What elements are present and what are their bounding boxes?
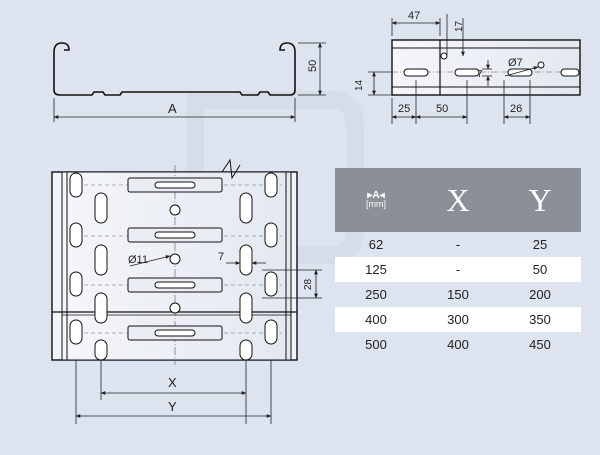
- table-row: 500 400 450: [335, 332, 581, 357]
- dim-hole-11: Ø11: [128, 254, 148, 266]
- dim-height-label: 50: [307, 60, 319, 72]
- dim-28: 28: [303, 278, 314, 290]
- cell-y: 350: [529, 312, 551, 327]
- dim-7-plan: 7: [218, 251, 224, 263]
- cell-y: 25: [532, 237, 548, 252]
- dim-26: 26: [510, 103, 522, 115]
- header-a: ▸A◂ [mm]: [335, 168, 417, 232]
- cell-x: 300: [447, 312, 469, 327]
- tray-profile: [53, 42, 296, 96]
- cell-a: 125: [365, 262, 387, 277]
- table-header: ▸A◂ [mm] X Y: [335, 168, 581, 232]
- plan-dimensions: [75, 252, 322, 424]
- cell-a: 400: [365, 312, 387, 327]
- dim-7-side: 7: [477, 69, 483, 80]
- side-rail: [391, 39, 581, 96]
- header-y: Y: [528, 181, 552, 218]
- header-x: X: [446, 181, 470, 218]
- cell-y: 450: [529, 337, 551, 352]
- table-row: 62 - 25: [335, 232, 581, 257]
- dim-x-label: X: [168, 375, 177, 390]
- cell-a: 500: [365, 337, 387, 352]
- dim-47: 47: [408, 10, 420, 22]
- cell-y: 50: [532, 262, 548, 277]
- table-row: 125 - 50: [335, 257, 581, 282]
- cell-x: -: [455, 262, 461, 277]
- dim-hole-7: Ø7: [508, 57, 523, 69]
- dim-50: 50: [436, 103, 448, 115]
- cell-x: -: [455, 237, 461, 252]
- cell-x: 150: [447, 287, 469, 302]
- table-row: 250 150 200: [335, 282, 581, 307]
- tray-plan: [51, 158, 298, 365]
- cell-a: 250: [365, 287, 387, 302]
- cell-y: 200: [529, 287, 551, 302]
- dim-14: 14: [354, 79, 365, 91]
- dim-17: 17: [454, 20, 465, 32]
- cell-x: 400: [447, 337, 469, 352]
- dim-y-label: Y: [168, 399, 177, 414]
- cell-a: 62: [368, 237, 384, 252]
- dim-25: 25: [398, 103, 410, 115]
- header-a-unit: [mm]: [366, 199, 386, 209]
- table-row: 400 300 350: [335, 307, 581, 332]
- dim-a-label: A: [168, 101, 177, 116]
- side-dimensions: [368, 14, 539, 124]
- width-arrow-icon: ▸A◂: [367, 190, 385, 201]
- dimension-table: ▸A◂ [mm] X Y 62 - 25 125 - 50 250 150 20…: [335, 168, 581, 357]
- profile-dimensions: [53, 42, 326, 122]
